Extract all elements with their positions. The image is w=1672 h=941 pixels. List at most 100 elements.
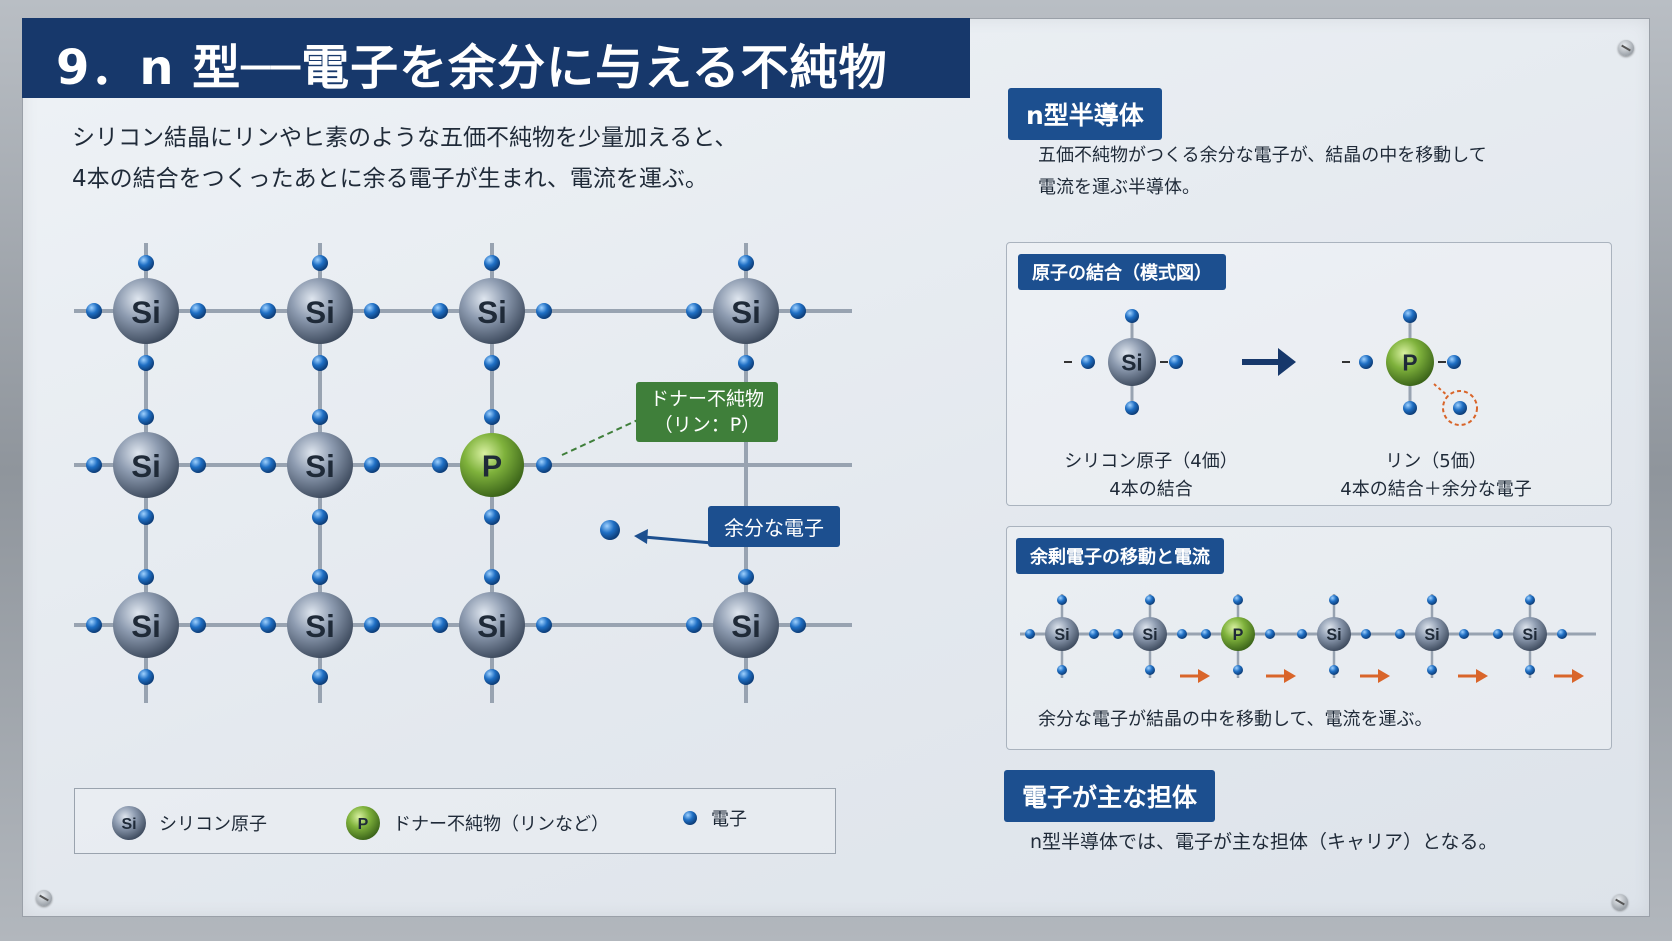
chain-si-atom-symbol: Si [1424,626,1439,644]
chain-p-atom-symbol: P [1233,626,1244,644]
bond-p-atom-symbol: P [1402,350,1417,376]
chain-electron [1557,629,1567,639]
chain-electron [1361,629,1371,639]
chain-electron [1025,629,1035,639]
electron [312,509,328,525]
chain-si-atom-symbol: Si [1326,626,1341,644]
bond-electron [1169,355,1183,369]
current-arrowhead [1476,669,1488,683]
current-arrowhead [1284,669,1296,683]
electron [260,303,276,319]
electron [432,457,448,473]
chain-si-atom-symbol: Si [1142,626,1157,644]
chain-electron [1233,665,1243,675]
chain-electron [1177,629,1187,639]
silicon-atom-icon: Si [112,806,146,840]
electron [260,457,276,473]
electron [484,669,500,685]
chain-electron [1145,665,1155,675]
electron [312,409,328,425]
bond-electron [1125,309,1139,323]
electron [86,303,102,319]
legend-silicon-label: シリコン原子 [159,814,267,835]
screw-bottom-left [36,890,52,906]
bond-si-atom-symbol: Si [1121,350,1143,376]
electron [484,569,500,585]
electron [432,303,448,319]
chain-si-atom: Si [1133,617,1167,651]
p-caption-line-1: リン（5価） [1385,451,1487,472]
electron [738,669,754,685]
bond-diagram: Si P [1064,309,1478,426]
electron [484,255,500,271]
legend-box: Si シリコン原子 P ドナー不純物（リンなど） 電子 [74,788,836,854]
chain-electron [1427,665,1437,675]
chain-electron [1459,629,1469,639]
electron [686,303,702,319]
silicon-atom-symbol: Si [731,295,761,330]
silicon-atom-symbol: Si [305,295,335,330]
ntype-desc-line-2: 電流を運ぶ半導体。 [1038,177,1200,198]
silicon-atom: Si [713,592,779,658]
chain-electron [1089,629,1099,639]
silicon-atom: Si [113,592,179,658]
silicon-atom: Si [713,278,779,344]
bond-electron [1081,355,1095,369]
legend-silicon: Si シリコン原子 [111,805,267,841]
legend-donor: P ドナー不純物（リンなど） [345,805,609,841]
silicon-atom: Si [113,432,179,498]
silicon-atom: Si [113,278,179,344]
donor-leader-line [561,417,643,456]
chain-electron [1427,595,1437,605]
chain-si-atom-symbol: Si [1522,626,1537,644]
chain-electron [1057,665,1067,675]
electron [484,409,500,425]
electron [138,409,154,425]
chain-si-atom: Si [1513,617,1547,651]
si-caption: シリコン原子（4価） 4本の結合 [1036,448,1266,504]
chain-electron [1395,629,1405,639]
electron [364,303,380,319]
bond-electron [1125,401,1139,415]
electron [312,355,328,371]
extra-electron-pointer [1433,383,1449,397]
donor-impurity-label: ドナー不純物 （リン：P） [636,382,779,442]
silicon-atom: Si [287,592,353,658]
chain-electron [1525,665,1535,675]
silicon-atom-symbol: Si [305,449,335,484]
legend-electron: 電子 [681,805,747,831]
silicon-atom: Si [459,278,525,344]
screw-bottom-right [1612,894,1628,910]
bond-electron [1359,355,1373,369]
electron [138,355,154,371]
phosphorus-atom-symbol: P [482,450,502,484]
chain-si-atom: Si [1317,617,1351,651]
electron [686,617,702,633]
current-caption: 余分な電子が結晶の中を移動して、電流を運ぶ。 [1038,709,1433,730]
title-bar: 9．n 型──電子を余分に与える不純物 [22,18,970,98]
electron [260,617,276,633]
phosphorus-atom-icon: P [346,806,380,840]
lattice-electrons [86,255,806,685]
chain-electron [1113,629,1123,639]
svg-text:P: P [358,816,369,833]
chain-electron [1525,595,1535,605]
current-arrowhead [1198,669,1210,683]
carrier-heading: 電子が主な担体 [1004,770,1216,822]
electron [364,457,380,473]
svg-text:Si: Si [121,816,136,833]
electron [536,617,552,633]
bond-electron [1403,309,1417,323]
bond-panel-heading: 原子の結合（模式図） [1018,254,1226,290]
chain-electron [1493,629,1503,639]
phosphorus-atom: P [460,433,524,497]
page-title: 9．n 型──電子を余分に与える不純物 [56,40,888,96]
electron [536,457,552,473]
chain-si-atom: Si [1415,617,1449,651]
chain-electron [1145,595,1155,605]
electron [138,509,154,525]
silicon-atom: Si [287,432,353,498]
silicon-atom-symbol: Si [131,449,161,484]
silicon-atom-symbol: Si [131,609,161,644]
